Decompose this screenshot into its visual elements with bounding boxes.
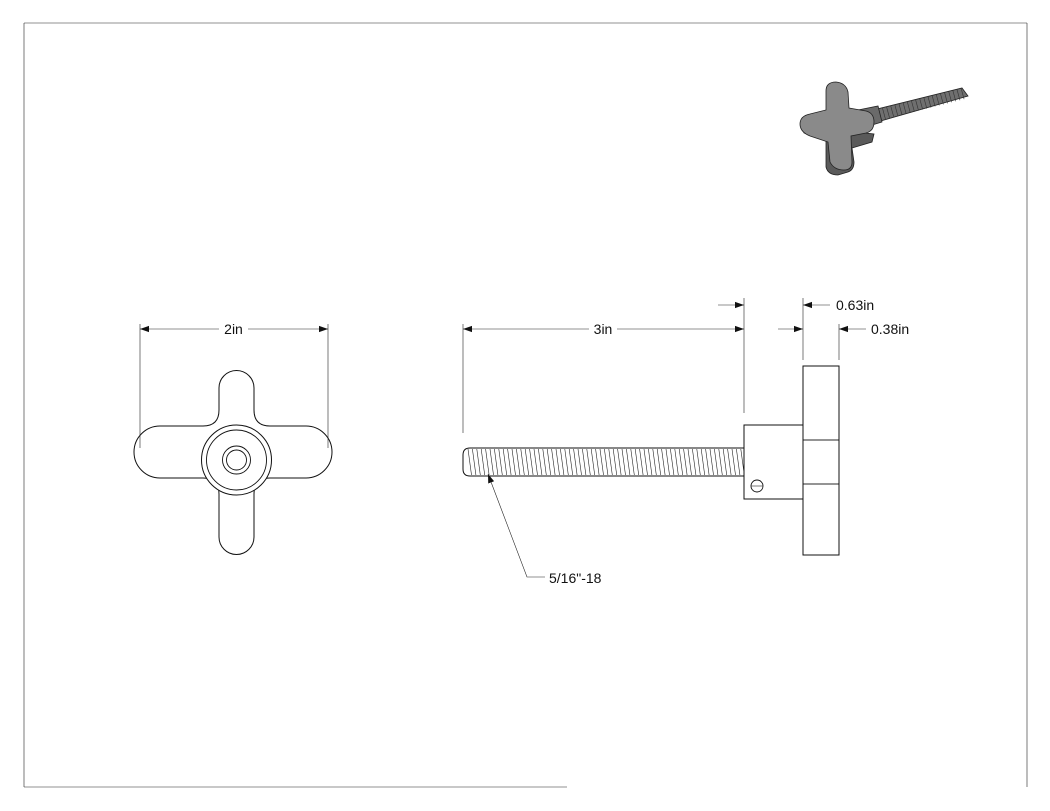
- bore-inner-circle: [226, 449, 247, 471]
- dimension-length-side: 3in: [462, 298, 745, 433]
- iso-cross-face: [799, 81, 875, 171]
- hub-outer-circle: [201, 424, 272, 496]
- side-view: 3in 0.63in 0.38in 5/16"-18: [462, 297, 909, 586]
- dimension-width-front: 2in: [139, 321, 329, 448]
- dimension-hub-width-label: 0.38in: [871, 321, 909, 337]
- front-view: 2in: [133, 321, 333, 555]
- dimension-knob-width: 0.63in: [718, 297, 874, 360]
- knob-center-face: [802, 439, 840, 485]
- dimension-width-front-label: 2in: [224, 321, 243, 337]
- bore-outer-circle: [222, 445, 251, 475]
- set-screw: [750, 479, 764, 493]
- isometric-view: [799, 81, 969, 176]
- threaded-shaft: [462, 447, 745, 477]
- dimension-hub-width: 0.38in: [778, 321, 909, 360]
- thread-callout-label: 5/16"-18: [549, 570, 602, 586]
- dimension-knob-width-label: 0.63in: [836, 297, 874, 313]
- sheet-border: [23, 22, 1028, 788]
- thread-callout: 5/16"-18: [487, 473, 602, 586]
- knob-hub: [743, 424, 804, 500]
- dimension-length-side-label: 3in: [594, 321, 613, 337]
- hub-inner-circle: [206, 429, 267, 491]
- knob-wing-side: [802, 365, 840, 556]
